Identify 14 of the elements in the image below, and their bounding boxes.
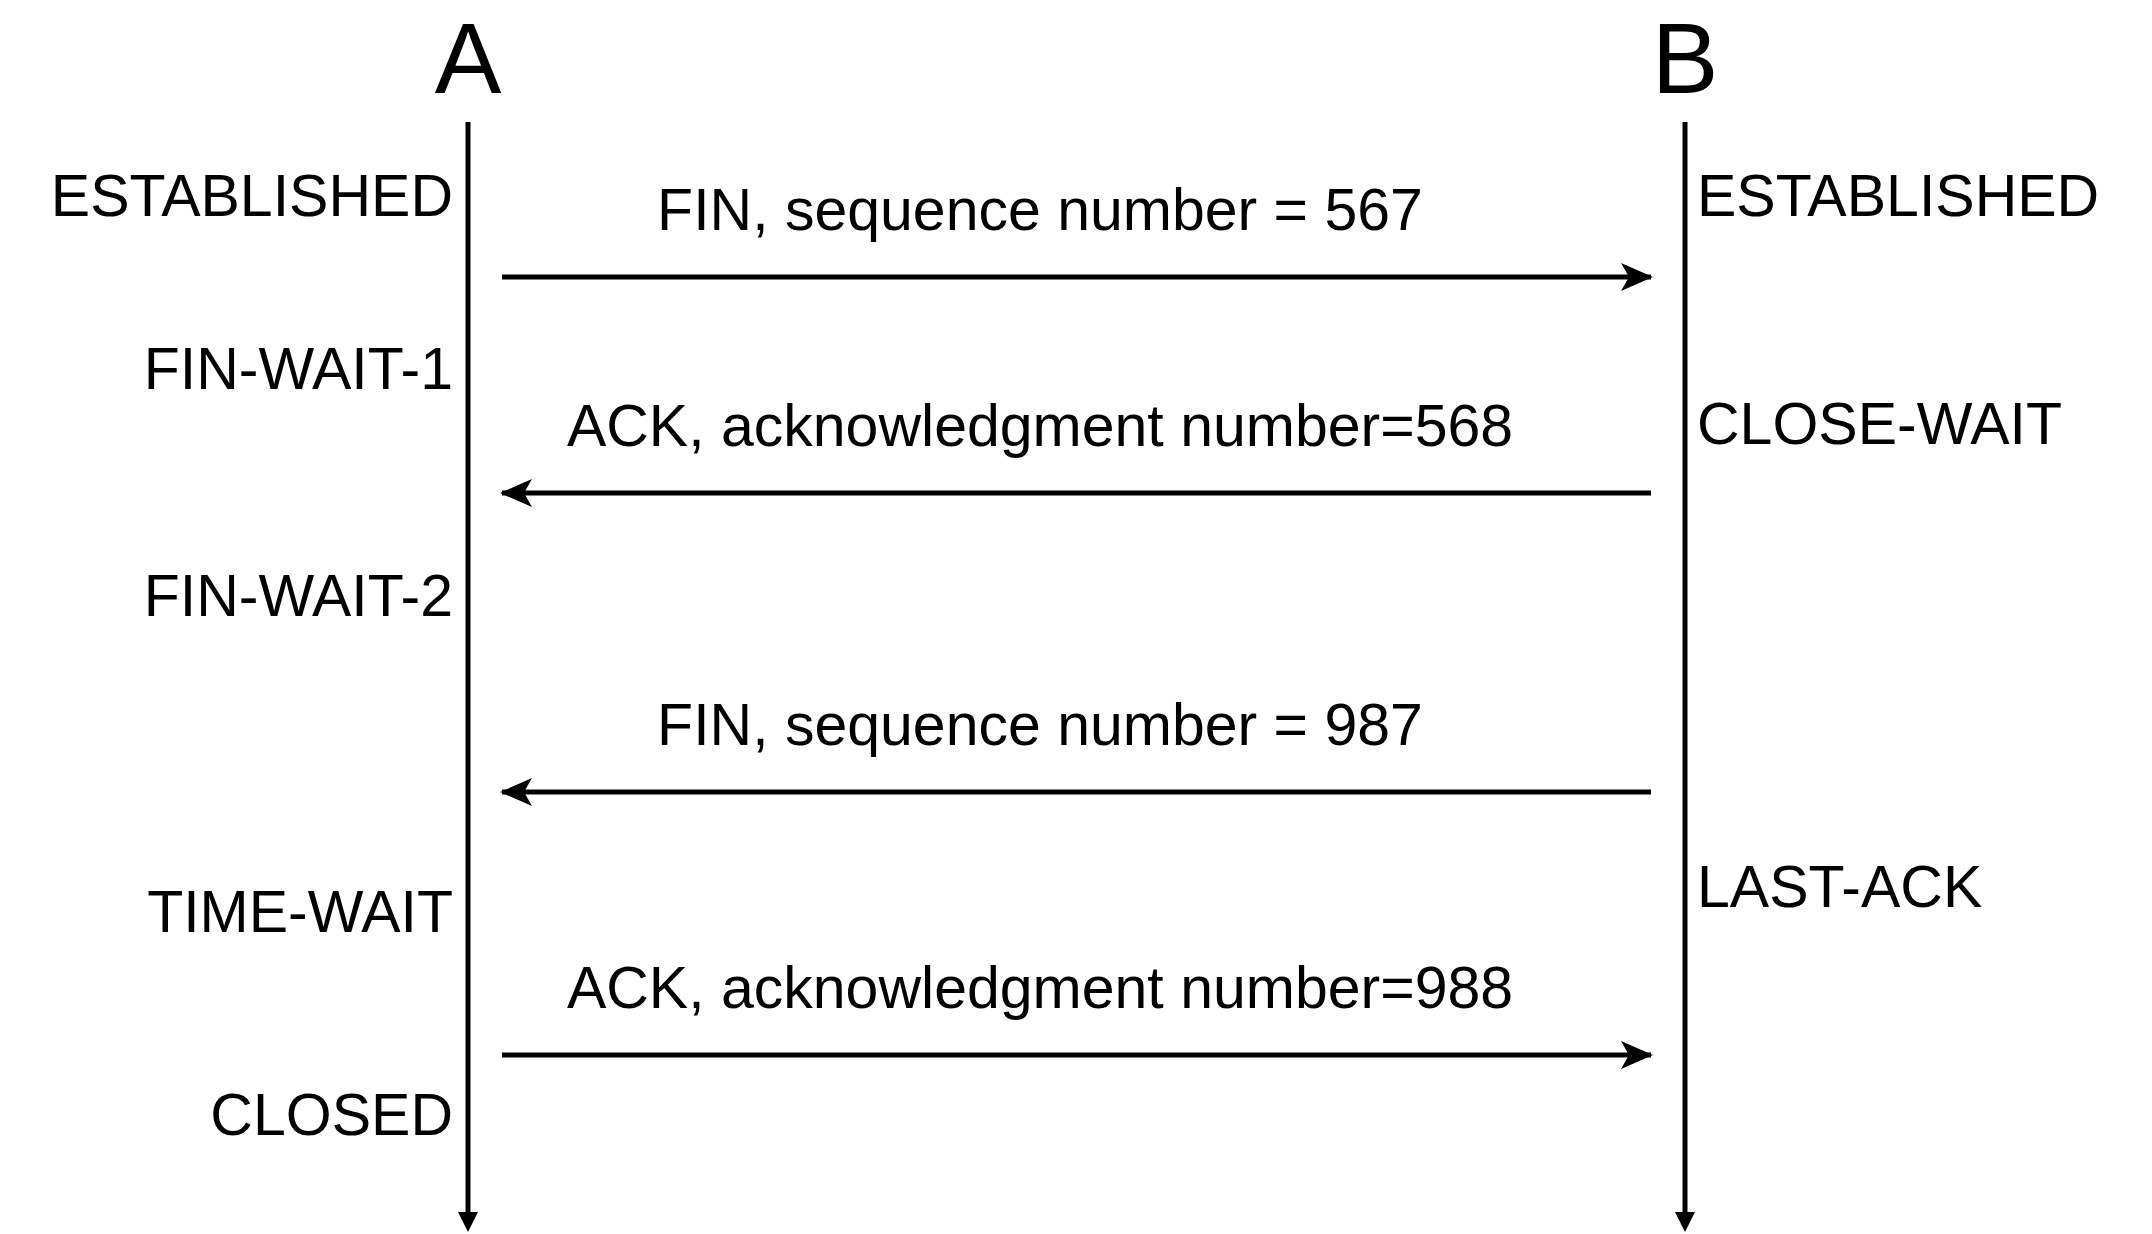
state-label: FIN-WAIT-2	[143, 566, 453, 628]
participant-label: A	[434, 8, 502, 108]
state-label: ESTABLISHED	[1697, 166, 2100, 228]
state-label: FIN-WAIT-1	[143, 339, 453, 401]
message-arrow	[500, 778, 1651, 806]
state-label: TIME-WAIT	[147, 882, 453, 944]
message-arrow	[502, 263, 1653, 291]
participant-label: B	[1651, 8, 1719, 108]
message-arrow	[500, 479, 1651, 507]
state-label: CLOSED	[210, 1085, 453, 1147]
state-label: CLOSE-WAIT	[1697, 394, 2062, 456]
message-arrow	[502, 1041, 1653, 1069]
state-label: ESTABLISHED	[50, 166, 453, 228]
state-label: LAST-ACK	[1697, 857, 1983, 919]
